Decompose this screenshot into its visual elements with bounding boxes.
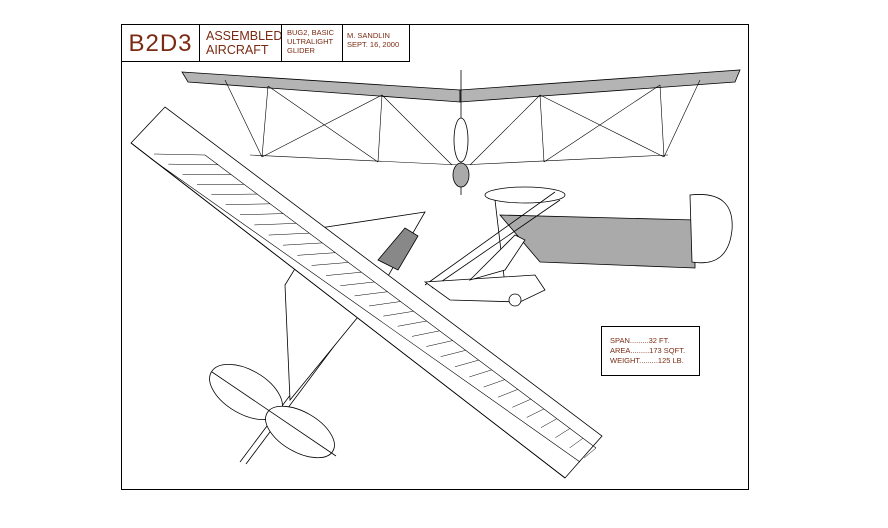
iso-wing-rib	[569, 438, 584, 449]
iso-view	[130, 106, 603, 479]
iso-wing-rib	[325, 271, 362, 276]
iso-wing-rib	[254, 223, 297, 226]
iso-wing-rib	[282, 242, 323, 246]
side-strut-2	[431, 199, 561, 289]
front-wing-left	[181, 71, 461, 103]
iso-wing-rib	[426, 340, 453, 347]
front-lower-spar-right	[459, 154, 669, 166]
iso-wing-rib	[440, 350, 466, 357]
drawing-title-box: ASSEMBLED AIRCRAFT	[199, 24, 282, 62]
side-wheel	[508, 293, 522, 307]
description-line2: ULTRALIGHT	[287, 37, 334, 46]
iso-wing-rib	[454, 359, 479, 368]
iso-wing-rib	[268, 232, 310, 236]
iso-wing-rib	[225, 203, 271, 205]
front-struts	[224, 79, 701, 166]
drawing-code-box: B2D3	[121, 24, 200, 62]
front-view	[181, 69, 741, 195]
front-pilot	[452, 162, 470, 188]
side-view	[423, 186, 733, 307]
drawing-description-box: BUG2, BASIC ULTRALIGHT GLIDER	[281, 24, 343, 62]
side-seat-frame	[423, 274, 546, 303]
iso-cockpit	[377, 227, 419, 271]
iso-wing-rib	[583, 447, 597, 459]
spec-weight: WEIGHT.........125 LB.	[610, 356, 684, 365]
iso-wing-rib	[153, 153, 206, 156]
iso-wing-rib	[239, 213, 284, 216]
drawing-date: SEPT. 16, 2000	[347, 40, 400, 49]
iso-wing-rib	[526, 408, 544, 418]
drawing-author-box: M. SANDLIN SEPT. 16, 2000	[342, 24, 410, 62]
iso-wing-ribs	[153, 153, 597, 459]
iso-wing-rib	[397, 320, 427, 327]
iso-wing-rib	[540, 418, 558, 428]
specs-box: SPAN.........32 FT. AREA.........173 SQF…	[601, 326, 700, 376]
iso-wing-rib	[411, 330, 440, 337]
iso-wing-rib	[168, 163, 219, 166]
iso-wing-rib	[512, 398, 531, 408]
iso-wing-rib	[383, 311, 414, 317]
iso-wing-rib	[340, 281, 375, 286]
iso-stabilizer-spar	[211, 371, 337, 457]
iso-wing-spar	[149, 157, 581, 463]
iso-wing-rib	[354, 291, 388, 297]
drawing-sheet-border	[121, 24, 749, 490]
iso-wing-rib	[297, 252, 336, 256]
side-wing-section	[484, 186, 566, 204]
drawing-title-line2: AIRCRAFT	[206, 43, 269, 57]
iso-wing-rib	[368, 301, 401, 307]
side-strut-1	[424, 191, 556, 286]
side-rudder	[689, 194, 733, 264]
spec-area: AREA.........173 SQFT.	[610, 346, 686, 355]
front-fuselage	[453, 117, 469, 163]
iso-wing-rib	[469, 369, 492, 378]
spec-span: SPAN.........32 FT.	[610, 336, 670, 345]
front-lower-spar-left	[249, 154, 461, 166]
front-wing-right	[459, 69, 741, 103]
iso-wing-rib	[497, 389, 518, 398]
iso-wing-rib	[311, 262, 349, 266]
drawing-code: B2D3	[128, 30, 193, 57]
description-line1: BUG2, BASIC	[287, 28, 335, 37]
drawing-title-line1: ASSEMBLED	[206, 29, 283, 43]
description-line3: GLIDER	[287, 46, 315, 55]
side-tail-boom	[499, 214, 696, 269]
iso-wing-rib	[483, 379, 505, 388]
side-pilot	[468, 234, 526, 281]
iso-wing-rib	[555, 428, 571, 438]
iso-wing-leading-edge	[130, 142, 566, 479]
author-name: M. SANDLIN	[347, 31, 390, 40]
